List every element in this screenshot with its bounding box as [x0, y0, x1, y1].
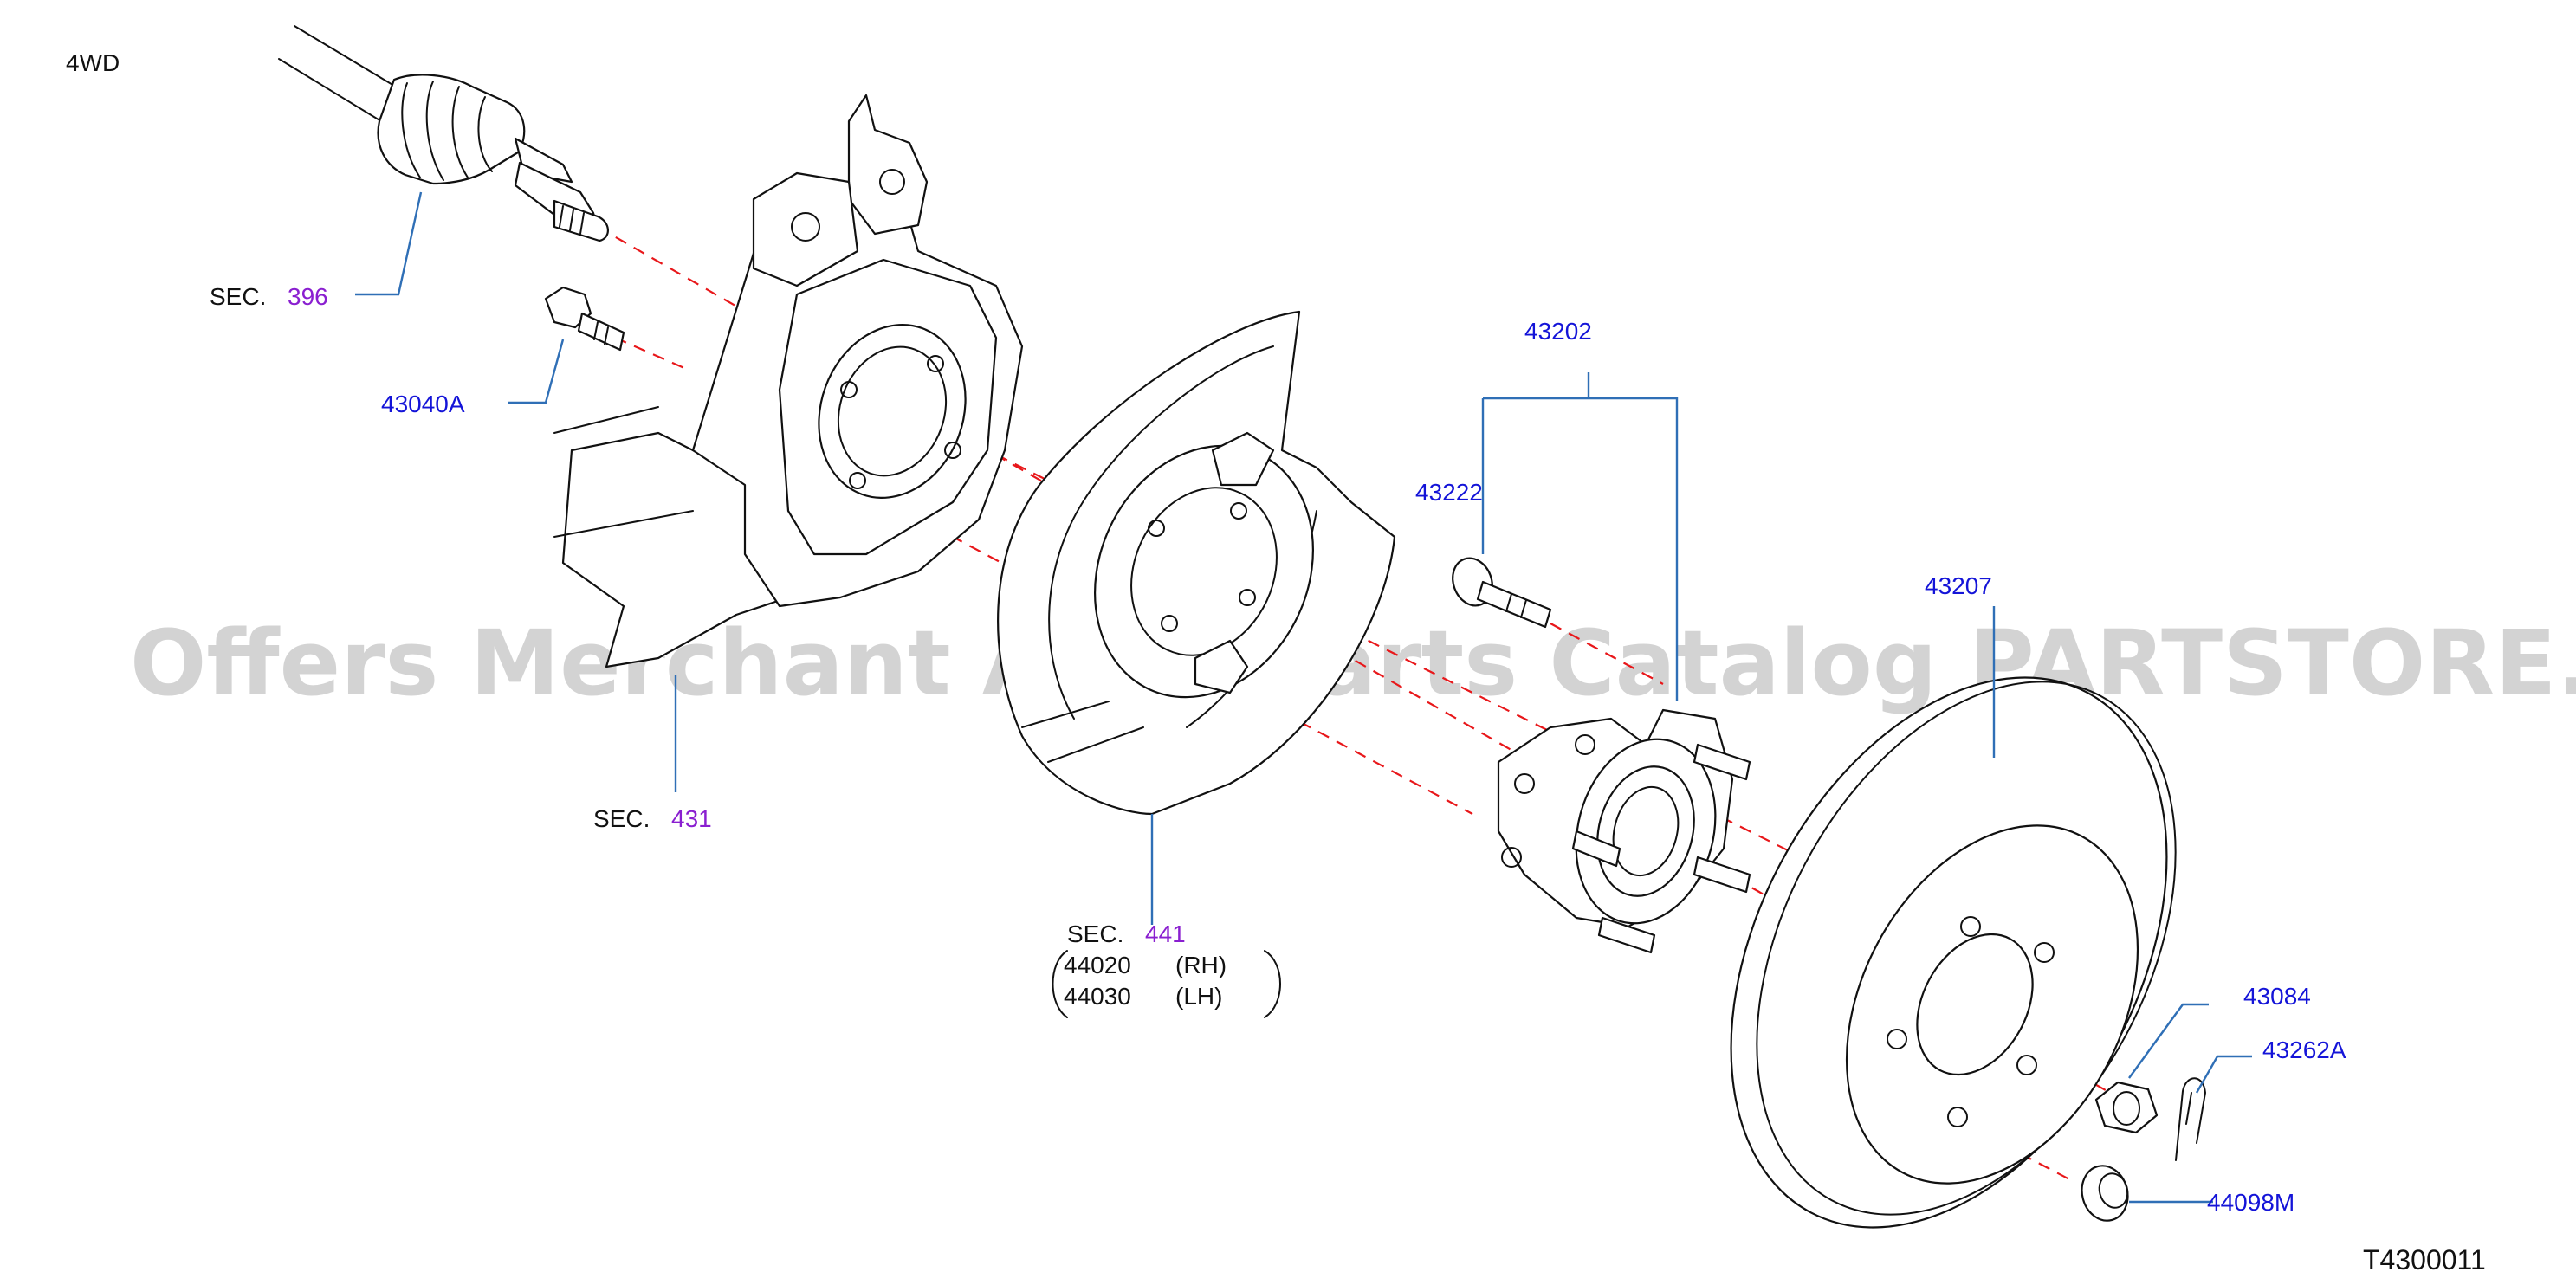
center-axis-bolt	[614, 336, 685, 370]
sec-441-number[interactable]: 441	[1145, 920, 1186, 947]
cotter-pin-43262A	[2175, 1077, 2206, 1161]
center-axis-cap	[1983, 1133, 2075, 1183]
part-43084-label[interactable]: 43084	[2243, 983, 2311, 1010]
brake-rotor-43207	[1730, 676, 2177, 1229]
callout-sec-441: SEC. 441 44020 (RH) 44030 (LH)	[1052, 920, 1281, 1018]
leader-lines	[355, 191, 2252, 1204]
part-44098M-label[interactable]: 44098M	[2207, 1189, 2294, 1216]
dust-cap-44098M	[2081, 1165, 2129, 1222]
part-43202-label[interactable]: 43202	[1524, 318, 1592, 345]
part-44020-number[interactable]: 44020	[1064, 952, 1131, 978]
drive-type-label: 4WD	[66, 49, 120, 76]
sec-431-prefix: SEC.	[593, 805, 650, 832]
bracket-left	[1052, 950, 1068, 1018]
sec-431-number[interactable]: 431	[671, 805, 712, 832]
drive-shaft	[278, 25, 609, 242]
axle-knuckle	[553, 94, 1024, 668]
center-axis-lower	[822, 467, 1473, 815]
lock-nut-43084	[2094, 1081, 2159, 1134]
hub-bolt-43222	[1452, 557, 1552, 629]
sec-396-number[interactable]: 396	[288, 283, 328, 310]
part-44030-side: (LH)	[1175, 983, 1222, 1010]
sec-396-prefix: SEC.	[210, 283, 266, 310]
callout-sec-431: SEC. 431	[593, 805, 712, 832]
sec-441-prefix: SEC.	[1067, 920, 1123, 947]
part-44030-number[interactable]: 44030	[1064, 983, 1131, 1010]
diagram-code: T4300011	[2363, 1244, 2486, 1275]
part-43222-label[interactable]: 43222	[1415, 479, 1483, 506]
brake-backing-plate	[997, 310, 1396, 816]
hub-bearing-assembly-43202	[1497, 708, 1751, 954]
part-44020-side: (RH)	[1175, 952, 1227, 978]
callout-sec-396: SEC. 396	[210, 283, 328, 310]
bracket-right	[1264, 950, 1281, 1018]
part-43262A-label[interactable]: 43262A	[2262, 1036, 2346, 1063]
center-axis-hub-bolt	[1550, 623, 1664, 685]
part-43040A-label[interactable]: 43040A	[381, 391, 465, 417]
part-43207-label[interactable]: 43207	[1925, 572, 1992, 599]
bolt-43040A	[544, 286, 625, 352]
